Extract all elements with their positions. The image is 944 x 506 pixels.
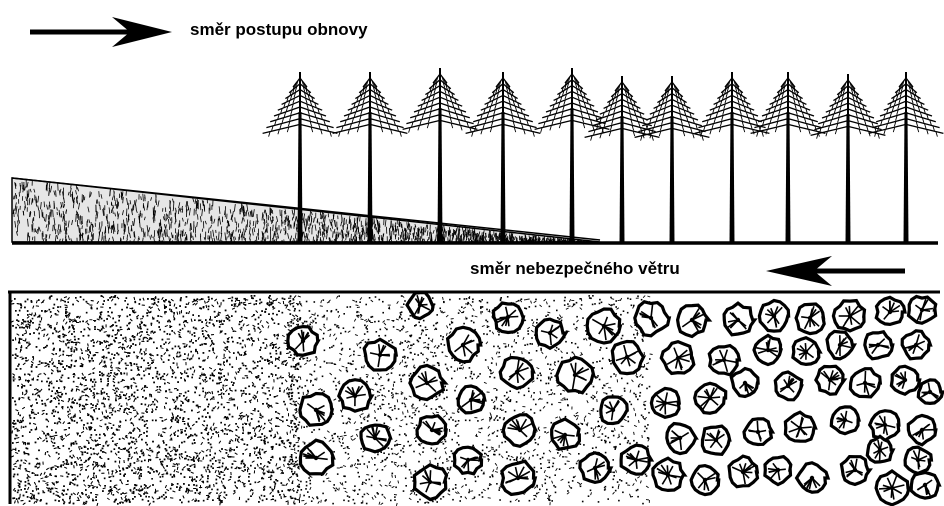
tree-crown-icon [891, 366, 919, 394]
tree-crown-icon [407, 293, 433, 319]
tree-crown-icon [876, 297, 905, 324]
tree-crown-icon [905, 447, 931, 473]
tree-crown-icon [765, 457, 791, 485]
forest-plan-view [8, 292, 943, 506]
tree-crown-icon [796, 304, 824, 334]
tree-crown-icon [775, 372, 801, 400]
tree-crown-icon [785, 412, 815, 441]
tree-crown-icon [339, 380, 372, 412]
tree-crown-icon [417, 416, 446, 444]
wind-direction-label: směr nebezpečného větru [470, 259, 680, 279]
crowns [288, 293, 943, 505]
tree-crown-icon [908, 415, 936, 444]
tree-crown-icon [536, 319, 566, 348]
tree-crown-icon [557, 357, 594, 393]
tree-crown-icon [454, 447, 481, 474]
tree-crown-icon [414, 465, 446, 500]
tree-crown-icon [601, 397, 627, 424]
tree-crown-icon [288, 327, 318, 356]
tree-crown-icon [833, 301, 864, 331]
tree-crown-icon [651, 388, 679, 417]
tree-crown-icon [502, 461, 535, 494]
tree-crown-icon [918, 380, 942, 404]
tree-crown-icon [911, 473, 939, 499]
tree-crown-icon [364, 339, 396, 370]
tree-crown-icon [816, 366, 844, 394]
tree-crown-icon [724, 303, 755, 335]
spruce-tree-icon [535, 68, 610, 244]
tree-crown-icon [552, 419, 580, 449]
tree-crown-icon [729, 456, 758, 487]
tree-crown-icon [300, 440, 333, 474]
tree-crown-icon [667, 424, 696, 454]
spruce-tree-icon [635, 76, 710, 244]
tree-crown-icon [653, 458, 685, 490]
tree-crown-icon [754, 335, 781, 364]
tree-crown-icon [661, 342, 694, 374]
spruce-tree-icon [695, 72, 770, 244]
tree-crown-icon [759, 301, 788, 332]
tree-crown-icon [500, 358, 533, 389]
wind-direction-arrow-icon [766, 256, 905, 286]
tree-crown-icon [902, 331, 930, 359]
tree-crown-icon [458, 386, 485, 413]
tree-crown-icon [503, 415, 535, 447]
tree-crown-icon [695, 383, 726, 413]
tree-crown-icon [612, 342, 643, 374]
tree-crown-icon [870, 411, 899, 441]
spruce-tree-icon [811, 74, 886, 244]
spruce-tree-icon [585, 76, 660, 244]
spruce-tree-icon [466, 72, 541, 244]
tree-crown-icon [827, 331, 854, 358]
tree-crown-icon [909, 297, 936, 324]
tree-crown-icon [865, 332, 893, 359]
tree-crown-icon [587, 309, 620, 343]
tree-crown-icon [448, 327, 481, 362]
tree-crown-icon [867, 436, 893, 462]
tree-crown-icon [621, 445, 651, 474]
tree-crown-icon [702, 426, 729, 454]
tree-crown-icon [831, 407, 859, 434]
young-growth-wedge [12, 178, 600, 242]
tree-crown-icon [580, 453, 611, 483]
tree-crown-icon [709, 346, 739, 375]
tree-crown-icon [793, 338, 820, 365]
tree-crown-icon [876, 471, 909, 505]
spruce-tree-icon [751, 72, 826, 244]
tree-crown-icon [678, 305, 709, 336]
tree-crown-icon [300, 394, 332, 426]
spruce-tree-icon [403, 68, 478, 244]
spruce-tree-icon [869, 72, 944, 244]
tree-crown-icon [493, 303, 523, 333]
regeneration-direction-arrow-icon [30, 17, 172, 47]
tree-crown-icon [841, 457, 869, 485]
tree-crown-icon [731, 369, 758, 397]
tree-crown-icon [691, 466, 719, 495]
tree-crown-icon [797, 463, 828, 492]
tree-crown-icon [635, 302, 669, 336]
forest-profile-view [12, 68, 943, 244]
tree-crown-icon [850, 369, 880, 397]
tree-crown-icon [744, 419, 772, 445]
tree-crown-icon [361, 425, 391, 452]
regeneration-direction-label: směr postupu obnovy [190, 20, 368, 40]
